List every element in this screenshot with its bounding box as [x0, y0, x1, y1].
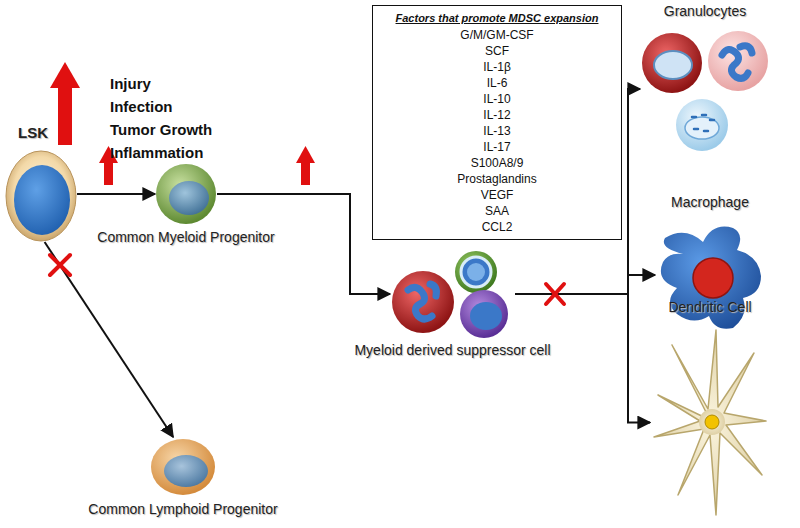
condition-label: Injury	[110, 75, 151, 92]
increase-arrow	[296, 146, 315, 185]
cell-illustration	[5, 150, 77, 242]
cell-label: Common Myeloid Progenitor	[97, 229, 274, 245]
factor-item: CCL2	[377, 219, 617, 235]
cell-label: LSK	[18, 124, 48, 141]
condition-label: Tumor Growth	[110, 121, 212, 138]
factor-item: IL-1β	[377, 59, 617, 75]
lymphoid-progenitor-cell: Common Lymphoid Progenitor	[150, 437, 216, 497]
factor-item: G/M/GM-CSF	[377, 27, 617, 43]
flow-arrow	[45, 242, 174, 437]
cell-illustration	[150, 437, 216, 497]
increase-arrow	[50, 62, 80, 145]
block-cross	[546, 284, 564, 304]
cell-label: Granulocytes	[664, 3, 746, 19]
condition-label: Inflammation	[110, 144, 203, 161]
cell-illustration	[640, 25, 770, 153]
box-heading: Factors that promote MDSC expansion	[377, 10, 617, 26]
cell-label: Macrophage	[671, 194, 749, 210]
suppressor-cell-cluster: Myeloid derived suppressor cell	[390, 250, 515, 338]
factor-item: SAA	[377, 203, 617, 219]
stem-cell: LSK	[5, 150, 77, 242]
factor-item: IL-17	[377, 139, 617, 155]
flow-arrow	[515, 275, 655, 294]
granulocyte-cells: Granulocytes	[640, 25, 770, 153]
block-cross	[50, 255, 70, 275]
cell-label: Dendritic Cell	[668, 299, 751, 315]
factor-item: S100A8/9	[377, 155, 617, 171]
factor-list-box: Factors that promote MDSC expansionG/M/G…	[372, 5, 622, 240]
myeloid-progenitor-cell: Common Myeloid Progenitor	[155, 163, 217, 225]
factor-item: SCF	[377, 43, 617, 59]
cell-illustration	[650, 325, 770, 520]
cell-illustration	[155, 163, 217, 225]
flow-arrow	[77, 193, 155, 195]
cell-label: Myeloid derived suppressor cell	[354, 342, 550, 358]
factor-item: IL-10	[377, 91, 617, 107]
flow-arrow	[515, 294, 650, 423]
cell-label: Common Lymphoid Progenitor	[88, 501, 277, 517]
factor-item: IL-13	[377, 123, 617, 139]
dendritic-cell: Dendritic Cell	[650, 325, 770, 520]
factor-item: Prostaglandins	[377, 171, 617, 187]
cell-illustration	[390, 250, 515, 338]
factor-item: IL-12	[377, 107, 617, 123]
factor-item: IL-6	[377, 75, 617, 91]
factor-item: VEGF	[377, 187, 617, 203]
condition-label: Infection	[110, 98, 173, 115]
